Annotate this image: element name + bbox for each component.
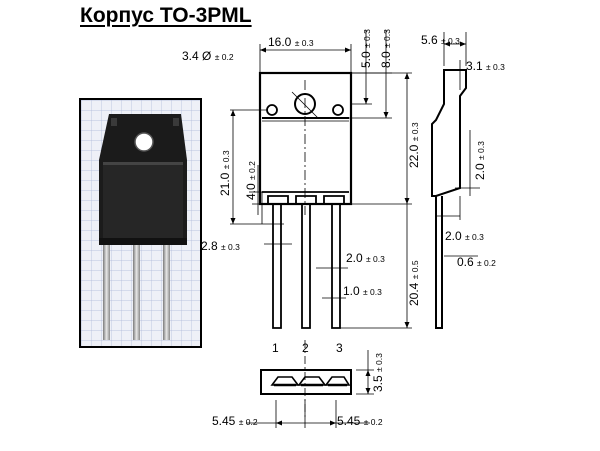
dim-width-16: 16.0 ± 0.3 (268, 35, 314, 49)
pin-label-2: 2 (302, 341, 309, 355)
dim-5-0: 5.0 ± 0.3 (359, 29, 373, 68)
photo-lead-1 (103, 235, 110, 340)
dim-side-5-6: 5.6 ± 0.3 (421, 33, 460, 47)
photo-mounting-hole (134, 132, 154, 152)
front-view (258, 71, 353, 329)
dim-height-21-0: 21.0 ± 0.3 (218, 150, 232, 196)
dim-side-height-2-0: 2.0 ± 0.3 (473, 141, 487, 180)
dim-lead-length-20-4: 20.4 ± 0.5 (407, 260, 421, 306)
photo-package-face (103, 164, 183, 242)
dim-pin-width-2-8: 2.8 ± 0.3 (201, 239, 240, 253)
photo-illustration (81, 100, 200, 346)
dim-pitch-5-45-left: 5.45 ± 0.2 (212, 414, 258, 428)
dim-body-22-0: 22.0 ± 0.3 (407, 122, 421, 168)
dim-lead-thickness-0-6: 0.6 ± 0.2 (457, 255, 496, 269)
package-title: Корпус TO-3PML (80, 4, 252, 27)
pin-label-3: 3 (336, 341, 343, 355)
photo-lead-2 (133, 235, 140, 340)
package-outline (258, 71, 353, 206)
dimension-lines (230, 30, 480, 428)
package-photo (79, 98, 202, 348)
dim-lead-1-0: 1.0 ± 0.3 (343, 284, 382, 298)
dim-side-3-1: 3.1 ± 0.3 (466, 59, 505, 73)
dim-thickness-3-5: 3.5 ± 0.3 (371, 353, 385, 392)
pin-label-1: 1 (272, 341, 279, 355)
dim-4-0: 4.0 ± 0.2 (244, 161, 258, 200)
dim-pitch-2-0: 2.0 ± 0.3 (346, 251, 385, 265)
dim-8-0: 8.0 ± 0.3 (379, 29, 393, 68)
side-view (431, 69, 467, 329)
marker-hole-right (332, 104, 344, 116)
photo-lead-3 (163, 235, 170, 340)
bottom-view (260, 369, 352, 395)
dim-side-2-0: 2.0 ± 0.3 (445, 229, 484, 243)
arrowheads (230, 41, 466, 426)
leads (272, 204, 341, 329)
dim-pitch-5-45-right: 5.45 ± 0.2 (337, 414, 383, 428)
dim-hole-diameter: 3.4 Ø ± 0.2 (182, 49, 234, 63)
